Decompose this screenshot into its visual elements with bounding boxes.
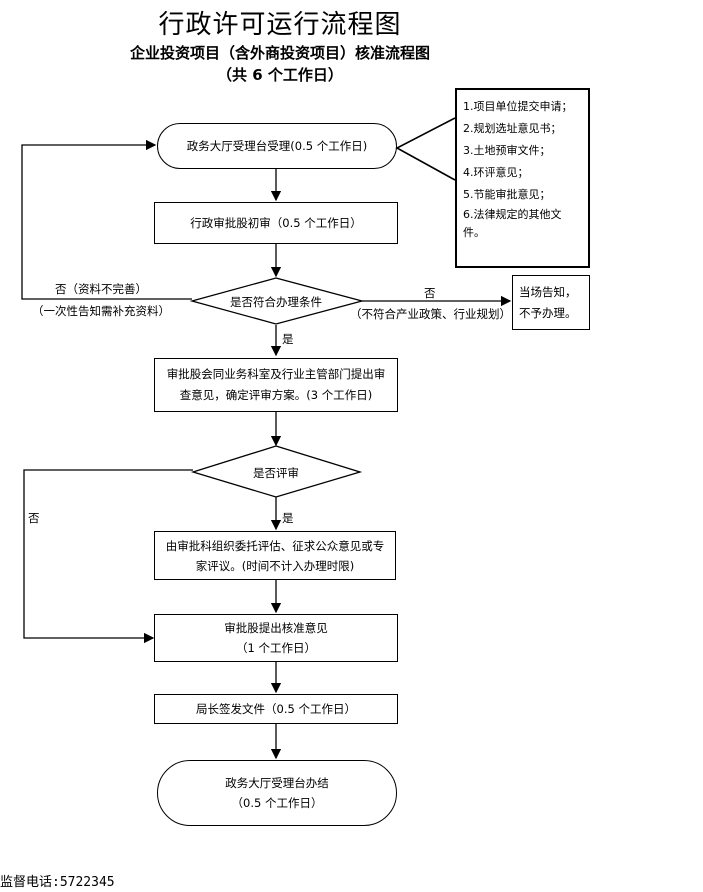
step-reception-label: 政务大厅受理台受理(0.5 个工作日) <box>186 139 368 153</box>
step-initial-review: 行政审批股初审（0.5 个工作日） <box>154 202 398 244</box>
reject-notice-box: 当场告知，不予办理。 <box>512 275 590 330</box>
step-completion: 政务大厅受理台办结 （0.5 个工作日） <box>157 760 397 826</box>
branch-yes-evaluation-label: 是 <box>282 511 294 525</box>
step-approval-opinion: 审批股提出核准意见 （1 个工作日） <box>154 614 398 662</box>
step-director-sign-label: 局长签发文件（0.5 个工作日） <box>196 702 356 716</box>
branch-incomplete-label: 否（资料不完善） <box>55 282 147 296</box>
step-approval-opinion-label: 审批股提出核准意见 <box>224 621 328 635</box>
material-item: 1.项目单位提交申请； <box>463 100 573 113</box>
material-item: 4.环评意见； <box>463 166 529 179</box>
decision-conditions: 是否符合办理条件 <box>230 295 322 309</box>
step-evaluation-label: 由审批科组织委托评估、征求公众意见或专家评议。(时间不计入办理时限) <box>165 538 385 573</box>
step-completion-days: （0.5 个工作日） <box>231 796 323 810</box>
branch-reject-note: （不符合产业政策、行业规划） <box>350 307 511 321</box>
material-item: 5.节能审批意见； <box>463 188 551 201</box>
flow-subtitle: 企业投资项目（含外商投资项目）核准流程图 <box>129 44 430 62</box>
branch-reject-label: 否 <box>424 286 436 300</box>
branch-yes-label: 是 <box>282 332 294 346</box>
step-director-sign: 局长签发文件（0.5 个工作日） <box>154 694 398 724</box>
step-completion-label: 政务大厅受理台办结 <box>225 776 329 790</box>
material-item: 2.规划选址意见书； <box>463 122 562 135</box>
step-evaluation: 由审批科组织委托评估、征求公众意见或专家评议。(时间不计入办理时限) <box>154 531 396 580</box>
step-joint-review: 审批股会同业务科室及行业主管部门提出审查意见，确定评审方案。(3 个工作日) <box>154 358 398 412</box>
step-approval-opinion-days: （1 个工作日） <box>236 641 316 655</box>
branch-no-evaluation-label: 否 <box>28 511 40 525</box>
materials-list: 1.项目单位提交申请； 2.规划选址意见书； 3.土地预审文件； 4.环评意见；… <box>455 88 590 268</box>
page-title: 行政许可运行流程图 <box>158 10 402 40</box>
supervision-phone: 监督电话:5722345 <box>0 875 115 890</box>
branch-incomplete-note: （一次性告知需补充资料） <box>32 304 170 318</box>
flow-total-days: （共 6 个工作日） <box>217 66 343 84</box>
step-joint-review-label: 审批股会同业务科室及行业主管部门提出审查意见，确定评审方案。(3 个工作日) <box>166 367 386 402</box>
step-initial-review-label: 行政审批股初审（0.5 个工作日） <box>190 216 362 230</box>
material-item: 3.土地预审文件； <box>463 144 551 157</box>
decision-evaluation: 是否评审 <box>253 466 299 480</box>
material-item: 6.法律规定的其他文件。 <box>463 208 562 239</box>
step-reception: 政务大厅受理台受理(0.5 个工作日) <box>157 123 397 169</box>
